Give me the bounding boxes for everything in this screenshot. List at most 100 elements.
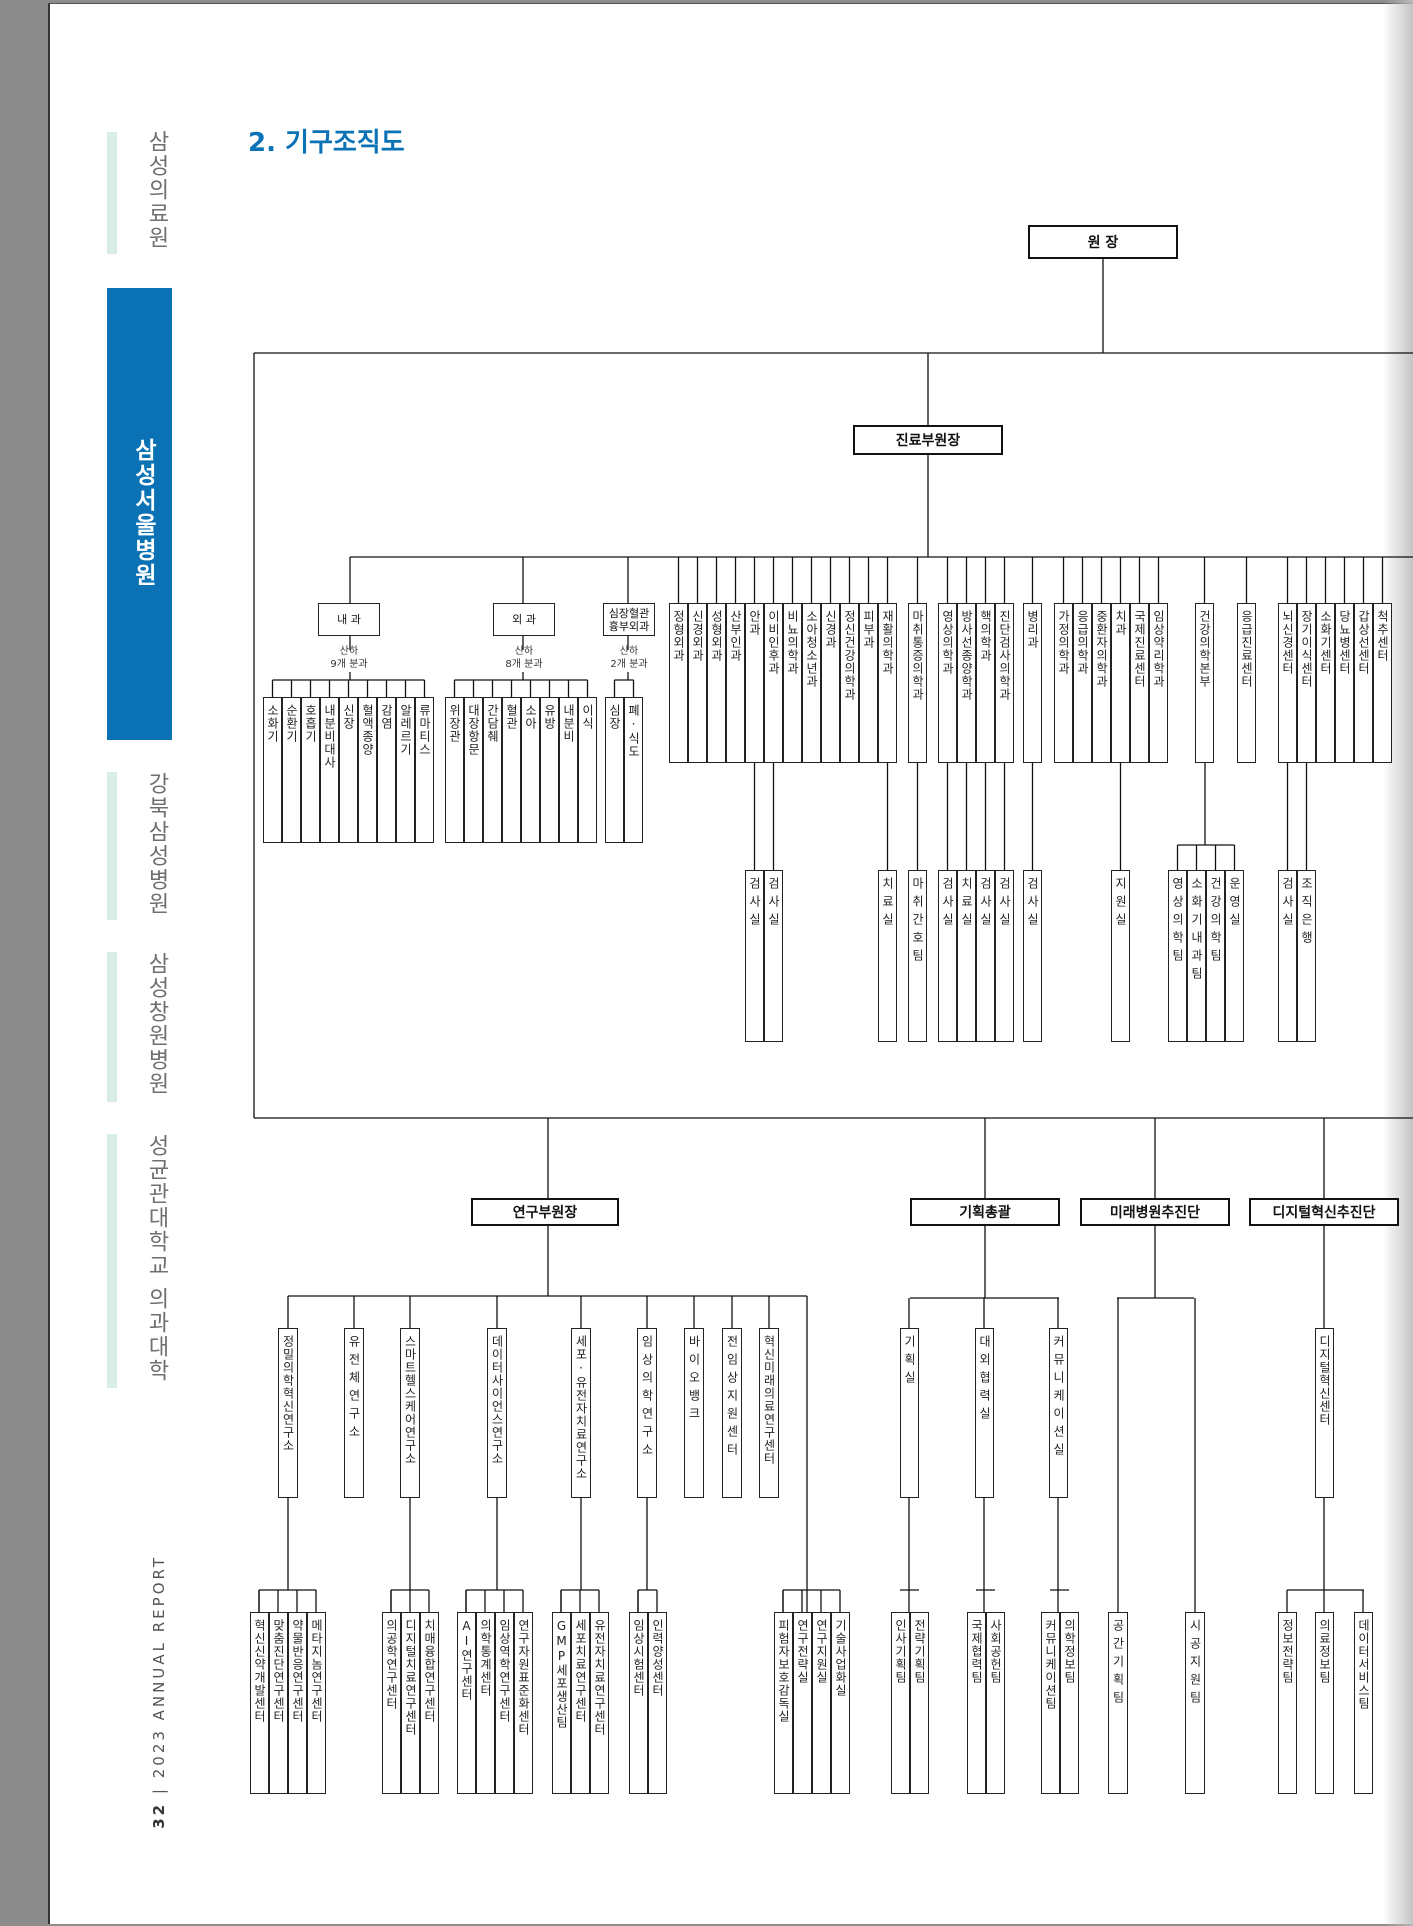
clinical-dept-box-label: 피부과 [861,610,876,649]
clinical-dept-box-label: 가정의학과 [1056,610,1071,675]
subspecialty-box-label: 위장관 [447,704,462,743]
clinical-dept-box: 갑상선센터 [1354,603,1373,763]
clinical-dept-box: 정신건강의학과 [840,603,859,763]
research-sub-box-label: 연구지원실 [814,1619,829,1684]
subspecialty-box-label: 유방 [542,704,557,730]
clinical-dept-box: 피부과 [859,603,878,763]
side-tab-bar [107,772,117,920]
section-title: 2. 기구조직도 [248,128,405,158]
subspecialty-box-label: 내분비대사 [322,704,337,769]
clinical-dept-box-label: 마취통증의학과 [910,610,925,701]
clinical-dept-box-label: 비뇨의학과 [785,610,800,675]
clinical-dept-box-label: 장기이식센터 [1299,610,1314,688]
side-tab-medical-center[interactable]: 삼성의료원 [144,130,169,250]
research-sub-box-label: 약물반응연구센터 [290,1619,305,1723]
clinical-dept-box-label: 안과 [747,610,762,636]
research-center-box: 세포·유전자치료연구소 [571,1328,591,1498]
planning-sub-box-label: 국제협력팀 [969,1619,984,1684]
subspecialty-box: 알레르기 [396,697,415,843]
research-sub-box-label: 연구자원표준화센터 [516,1619,531,1736]
research-center-box: 바이오뱅크 [684,1328,704,1498]
clinical-dept-box: 가정의학과 [1054,603,1073,763]
research-sub-box: 디지털치료연구센터 [401,1612,420,1794]
digital-team-box-label: 정보전략팀 [1280,1619,1295,1684]
research-sub-box-label: GMP세포생산팀 [554,1619,569,1729]
clinical-unit-box: 치료실 [957,870,976,1042]
subspecialty-box: 감염 [377,697,396,843]
digital-team-box-label: 의료정보팀 [1317,1619,1332,1684]
clinical-unit-box: 건강의학팀 [1206,870,1225,1042]
research-sub-box-label: 유전자치료연구센터 [592,1619,607,1736]
future-hospital-team-box: 시공지원팀 [1185,1612,1205,1794]
subspecialty-box-label: 대장항문 [466,704,481,756]
research-sub-box-label: AI연구센터 [459,1619,474,1701]
director-box: 원 장 [1028,225,1178,259]
research-center-box: 혁신미래의료연구센터 [759,1328,779,1498]
research-sub-box: 임상시험센터 [629,1612,648,1794]
research-center-box: 전임상지원센터 [722,1328,742,1498]
digital-team-box: 의료정보팀 [1315,1612,1334,1794]
clinical-unit-box-label: 영상의학팀 [1170,877,1185,967]
dept-group-1: 내 과 [318,603,380,636]
subspecialty-box: 유방 [540,697,559,843]
clinical-dept-box: 임상약리학과 [1149,603,1168,763]
clinical-dept-box: 소화기센터 [1316,603,1335,763]
research-sub-box-label: 세포치료연구센터 [573,1619,588,1723]
side-tab-changwon[interactable]: 삼성창원병원 [144,952,169,1096]
clinical-dept-box-label: 방사선종양학과 [959,610,974,701]
future-hospital-team-box-label: 공간기획팀 [1111,1619,1125,1709]
clinical-dept-box-label: 정형외과 [671,610,686,662]
clinical-dept-box-label: 응급진료센터 [1239,610,1254,688]
research-sub-box: 세포치료연구센터 [571,1612,590,1794]
subspecialty-box-label: 폐·식도 [626,704,641,758]
research-center-box: 데이터사이언스연구소 [487,1328,507,1498]
clinical-dept-box: 장기이식센터 [1297,603,1316,763]
research-sub-box: 기술사업화실 [831,1612,850,1794]
clinical-dept-box-label: 당뇨병센터 [1337,610,1352,675]
clinical-vp-box: 진료부원장 [853,425,1003,455]
research-center-box-label: 스마트헬스케어연구소 [403,1335,417,1465]
clinical-unit-box-label: 지원실 [1113,877,1128,931]
clinical-unit-box: 영상의학팀 [1168,870,1187,1042]
subspecialty-box-label: 혈액종양 [360,704,375,756]
clinical-dept-box: 마취통증의학과 [908,603,927,763]
clinical-unit-box-label: 치료실 [880,877,895,931]
clinical-dept-box: 신경외과 [688,603,707,763]
side-tab-gangbuk[interactable]: 강북삼성병원 [144,772,169,916]
clinical-unit-box-label: 운영실 [1227,877,1242,931]
planning-sub-box: 커뮤니케이션팀 [1041,1612,1060,1794]
future-hospital-box: 미래병원추진단 [1080,1198,1230,1226]
clinical-unit-box-label: 검사실 [978,877,993,931]
side-tab-medical-school[interactable]: 성균관대학교 의과대학 [144,1134,169,1383]
clinical-dept-box-label: 병리과 [1025,610,1040,649]
research-sub-box-label: 임상시험센터 [631,1619,646,1697]
research-center-box-label: 유전체연구소 [347,1335,361,1443]
digital-center-box: 디지털혁신센터 [1315,1328,1334,1498]
subspecialty-box: 내분비 [559,697,578,843]
subspecialty-box-label: 호흡기 [303,704,318,743]
side-tab-seoul-hospital[interactable]: 삼성서울병원 [130,438,156,588]
clinical-dept-box: 재활의학과 [878,603,897,763]
research-sub-box: 혁신신약개발센터 [250,1612,269,1794]
clinical-dept-box-label: 성형외과 [709,610,724,662]
side-tab-bar [107,1134,117,1388]
digital-team-box-label: 데이터서비스팀 [1356,1619,1371,1710]
clinical-unit-box-label: 마취간호팀 [910,877,925,967]
side-tab-bar [107,132,117,254]
research-center-box-label: 데이터사이언스연구소 [490,1335,504,1465]
clinical-dept-box-label: 신경외과 [690,610,705,662]
planning-sub-box: 전략기획팀 [910,1612,929,1794]
future-hospital-team-box-label: 시공지원팀 [1188,1619,1202,1709]
subspecialty-box-label: 이식 [580,704,595,730]
clinical-unit-box-label: 건강의학팀 [1208,877,1223,967]
digital-center-box-label: 디지털혁신센터 [1317,1335,1332,1426]
subspecialty-box-label: 류마티스 [417,704,432,756]
planning-sub-box-label: 인사기획팀 [893,1619,908,1684]
subspecialty-box-label: 심장 [607,704,622,730]
clinical-dept-box-label: 소화기센터 [1318,610,1333,675]
clinical-unit-box-label: 치료실 [959,877,974,931]
clinical-dept-box: 중환자의학과 [1092,603,1111,763]
clinical-unit-box: 검사실 [1278,870,1297,1042]
clinical-dept-box: 척추센터 [1373,603,1392,763]
